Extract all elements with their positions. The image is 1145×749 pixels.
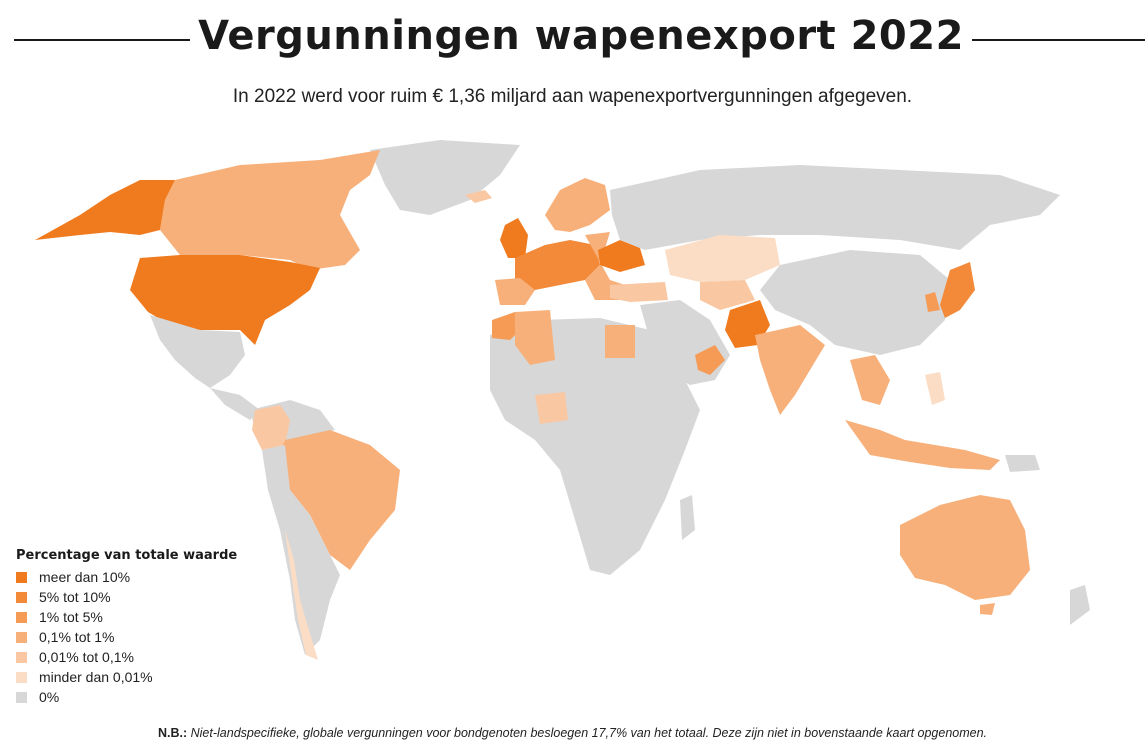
- region-india: [755, 325, 825, 415]
- page-title: Vergunningen wapenexport 2022: [198, 13, 964, 59]
- region-papua: [1005, 455, 1040, 472]
- legend-item: meer dan 10%: [16, 567, 256, 587]
- region-mexico: [150, 315, 245, 388]
- page-subtitle: In 2022 werd voor ruim € 1,36 miljard aa…: [232, 86, 913, 107]
- legend-label: 1% tot 5%: [39, 609, 103, 625]
- footnote-prefix: N.B.:: [157, 726, 188, 740]
- region-egypt: [605, 325, 635, 358]
- region-brazil: [275, 430, 400, 570]
- region-canada: [160, 150, 380, 270]
- map-legend: Percentage van totale waarde meer dan 10…: [16, 548, 256, 707]
- region-korea: [925, 292, 940, 312]
- legend-swatch: [16, 651, 27, 663]
- region-southeast-asia: [850, 355, 890, 405]
- region-oman-uae: [695, 345, 725, 375]
- legend-swatch: [16, 691, 27, 703]
- region-ukraine: [598, 240, 645, 272]
- region-eastern-europe: [585, 232, 640, 300]
- region-uk: [500, 218, 528, 258]
- legend-item: minder dan 0,01%: [16, 667, 256, 687]
- legend-swatch: [16, 611, 27, 623]
- region-central-asia: [700, 280, 755, 310]
- region-japan: [940, 262, 975, 318]
- region-chile: [285, 530, 318, 660]
- region-philippines: [925, 372, 945, 405]
- legend-label: 0%: [39, 689, 60, 705]
- region-western-europe: [515, 240, 600, 290]
- region-greenland: [370, 140, 520, 215]
- title-rule-right: [972, 39, 1145, 41]
- legend-item: 0,01% tot 0,1%: [16, 647, 256, 667]
- region-algeria: [515, 310, 555, 365]
- title-rule-left: [14, 39, 190, 41]
- footnote-text: Niet-landspecifieke, globale vergunninge…: [190, 726, 988, 740]
- region-madagascar: [680, 495, 695, 540]
- region-nigeria: [535, 392, 568, 424]
- footnote: N.B.: Niet-landspecifieke, globale vergu…: [0, 726, 1145, 740]
- legend-swatch: [16, 631, 27, 643]
- legend-label: meer dan 10%: [39, 569, 131, 585]
- legend-item: 0%: [16, 687, 256, 707]
- region-iceland: [465, 190, 492, 203]
- legend-swatch: [16, 671, 27, 683]
- legend-item: 1% tot 5%: [16, 607, 256, 627]
- region-iberia: [495, 278, 535, 305]
- region-australia: [900, 495, 1030, 600]
- legend-swatch: [16, 591, 27, 603]
- region-china: [760, 250, 950, 355]
- legend-label: 0,1% tot 1%: [39, 629, 115, 645]
- region-colombia: [252, 405, 290, 450]
- title-row: Vergunningen wapenexport 2022: [0, 6, 1145, 66]
- region-scandinavia: [545, 178, 610, 232]
- legend-swatch: [16, 571, 27, 583]
- region-andes: [262, 445, 340, 655]
- region-africa: [490, 318, 700, 575]
- region-central-america: [210, 388, 260, 420]
- region-turkey: [610, 282, 668, 302]
- legend-item: 5% tot 10%: [16, 587, 256, 607]
- region-russia: [610, 165, 1060, 250]
- region-usa: [130, 255, 320, 345]
- world-map: [35, 140, 1090, 660]
- legend-item: 0,1% tot 1%: [16, 627, 256, 647]
- region-new-zealand: [1070, 585, 1090, 625]
- legend-title: Percentage van totale waarde: [16, 548, 238, 563]
- legend-label: 0,01% tot 0,1%: [39, 649, 134, 665]
- legend-label: minder dan 0,01%: [39, 669, 153, 685]
- region-indonesia: [845, 420, 1000, 470]
- legend-label: 5% tot 10%: [39, 589, 111, 605]
- region-tasmania: [980, 603, 995, 615]
- region-alaska: [35, 180, 175, 240]
- region-kazakhstan: [665, 235, 780, 282]
